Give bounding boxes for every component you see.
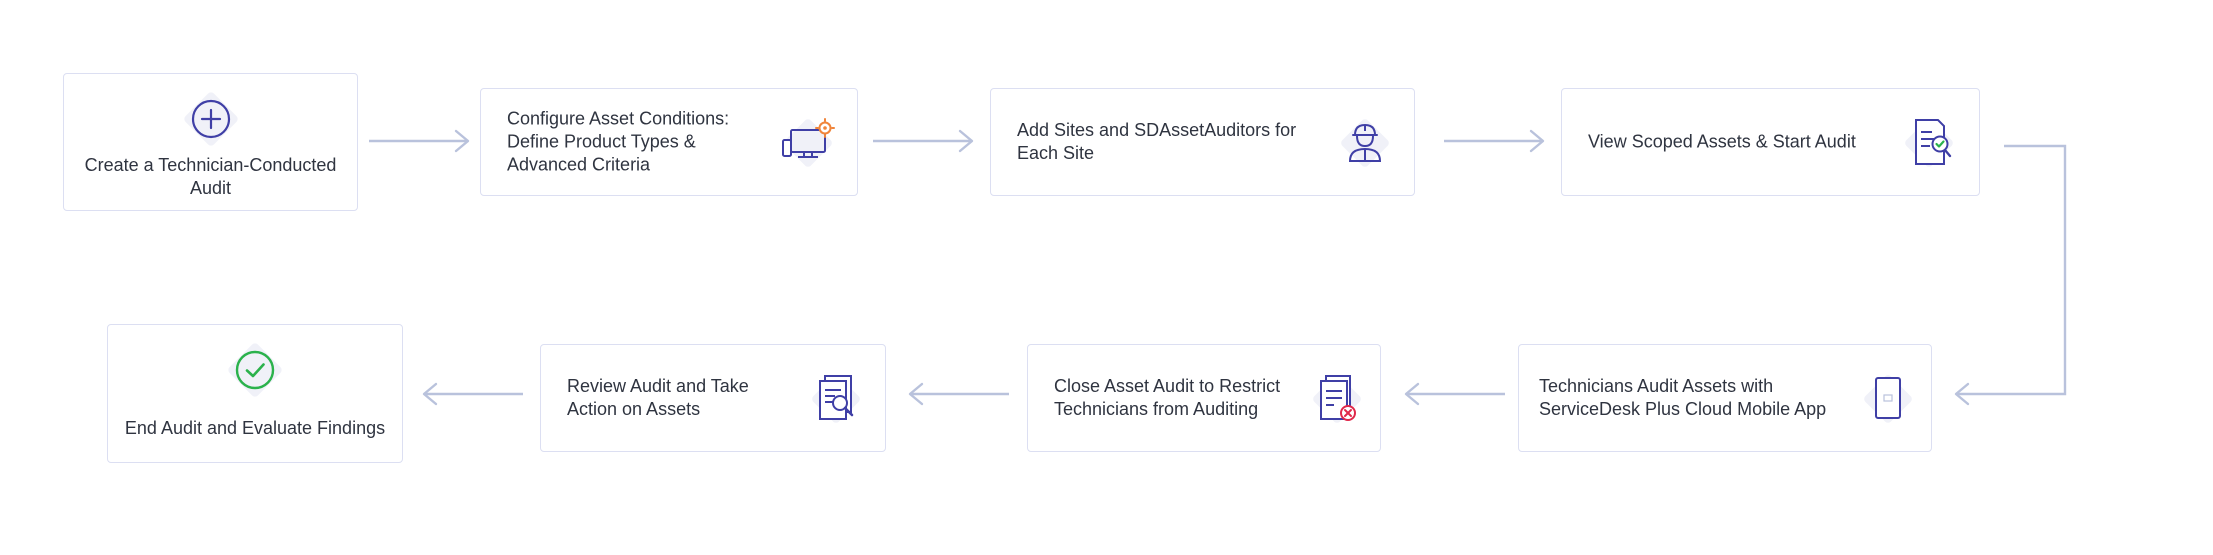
mobile-phone-icon	[1851, 362, 1925, 436]
step-4-label: View Scoped Assets & Start Audit	[1588, 131, 1856, 152]
step-8-box: End Audit and Evaluate Findings	[107, 324, 403, 463]
document-search-icon	[799, 362, 873, 436]
document-check-icon	[1892, 106, 1966, 180]
step-1-box: Create a Technician-Conducted Audit	[63, 73, 358, 211]
plus-circle-icon	[174, 82, 248, 156]
step-7-label: Review Audit and Take Action on Assets	[567, 376, 749, 419]
step-6-label: Close Asset Audit to Restrict Technician…	[1054, 376, 1281, 419]
step-5-box: Technicians Audit Assets with ServiceDes…	[1518, 344, 1932, 452]
arrow-4-5	[1954, 144, 2067, 406]
step-2-label: Configure Asset Conditions: Define Produ…	[507, 108, 730, 175]
step-3-label: Add Sites and SDAssetAuditors for Each S…	[1017, 120, 1297, 163]
step-6-box: Close Asset Audit to Restrict Technician…	[1027, 344, 1381, 452]
check-circle-icon	[218, 333, 292, 407]
step-4-box: View Scoped Assets & Start Audit	[1561, 88, 1980, 196]
step-7-box: Review Audit and Take Action on Assets	[540, 344, 886, 452]
step-5-label: Technicians Audit Assets with ServiceDes…	[1539, 376, 1827, 419]
document-close-icon	[1300, 362, 1374, 436]
technician-icon	[1328, 106, 1402, 180]
step-1-label: Create a Technician-Conducted Audit	[84, 155, 337, 198]
step-3-box: Add Sites and SDAssetAuditors for Each S…	[990, 88, 1415, 196]
step-2-box: Configure Asset Conditions: Define Produ…	[480, 88, 858, 196]
computer-gear-icon	[771, 106, 845, 180]
step-8-label: End Audit and Evaluate Findings	[124, 418, 386, 438]
